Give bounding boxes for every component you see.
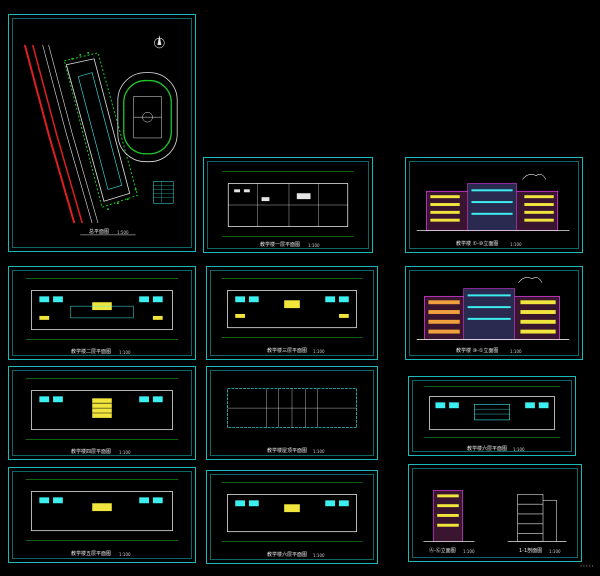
small-plan-caption: 教学楼六层平面图 [467, 446, 508, 452]
floor6-caption: 教学楼六层平面图 [267, 552, 308, 558]
floor6-scale: 1:100 [313, 553, 325, 558]
floor1-caption: 教学楼一层平面图 [260, 242, 301, 248]
section-elev-caption: Ⓐ-Ⓖ立面图 [429, 548, 456, 554]
floor5-caption: 教学楼五层平面图 [71, 551, 112, 557]
floor1-plan-drawing [222, 171, 354, 237]
site-plan-scale: 1:500 [117, 230, 129, 235]
floor4-caption: 教学楼四层平面图 [71, 449, 112, 455]
roof-plan-drawing [227, 388, 357, 429]
floor4-plan-sheet[interactable]: 教学楼四层平面图 1:100 [8, 366, 196, 460]
small-plan-sheet[interactable]: 教学楼六层平面图 1:100 [408, 376, 576, 456]
roof-scale: 1:100 [313, 449, 325, 454]
elevation2-scale: 1:100 [510, 349, 522, 354]
floor1-scale: 1:100 [308, 243, 320, 248]
floor3-plan-sheet[interactable]: 教学楼三层平面图 1:100 [206, 266, 378, 360]
floor2-scale: 1:100 [119, 350, 131, 355]
floor5-scale: 1:100 [119, 552, 131, 557]
small-plan-scale: 1:100 [513, 447, 525, 452]
floor2-caption: 教学楼二层平面图 [71, 349, 112, 355]
floor2-plan-drawing [25, 278, 179, 340]
site-plan-sheet[interactable]: 总平面图 1:500 [8, 14, 196, 252]
section-elev-scale: 1:100 [463, 549, 475, 554]
floor4-scale: 1:100 [119, 450, 131, 455]
elevation2-caption: 教学楼 ⑩-①立面图 [456, 348, 499, 354]
elevation2-sheet[interactable]: 教学楼 ⑩-①立面图 1:100 [405, 266, 583, 360]
elevation1-sheet[interactable]: 教学楼 ①-⑩立面图 1:100 [405, 157, 583, 253]
floor6-plan-drawing [221, 482, 363, 542]
roof-caption: 教学楼屋顶平面图 [267, 448, 308, 454]
elevation1-drawing [416, 174, 570, 231]
floor3-plan-drawing [221, 278, 363, 338]
roof-plan-sheet[interactable]: 教学楼屋顶平面图 1:100 [206, 366, 378, 460]
watermark: ····· [579, 562, 594, 572]
site-plan-drawing [23, 35, 178, 236]
site-plan-caption: 总平面图 [89, 229, 110, 235]
section-scale: 1:100 [549, 549, 561, 554]
floor6-plan-sheet[interactable]: 教学楼六层平面图 1:100 [206, 470, 378, 564]
section-sheet[interactable]: Ⓐ-Ⓖ立面图 1:100 1-1剖面图 1:100 [408, 464, 582, 562]
section-caption: 1-1剖面图 [519, 548, 543, 554]
floor3-caption: 教学楼三层平面图 [267, 348, 308, 354]
elevation1-scale: 1:100 [510, 242, 522, 247]
small-plan-drawing [423, 386, 561, 438]
floor3-scale: 1:100 [313, 349, 325, 354]
floor5-plan-drawing [25, 479, 179, 541]
elevation2-drawing [416, 277, 570, 340]
floor1-plan-sheet[interactable]: 教学楼一层平面图 1:100 [203, 157, 373, 253]
floor4-plan-drawing [25, 378, 179, 440]
elevation1-caption: 教学楼 ①-⑩立面图 [456, 241, 499, 247]
floor2-plan-sheet[interactable]: 教学楼二层平面图 1:100 [8, 266, 196, 360]
section-drawing [423, 490, 567, 542]
floor5-plan-sheet[interactable]: 教学楼五层平面图 1:100 [8, 467, 196, 563]
